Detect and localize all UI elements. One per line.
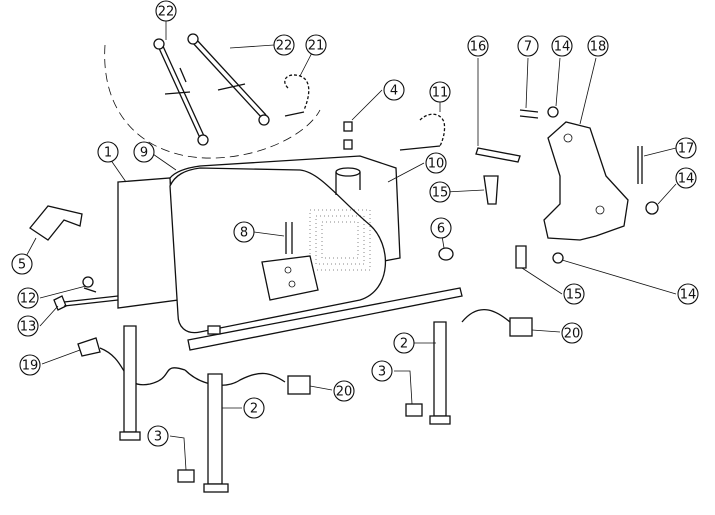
svg-text:1: 1: [104, 146, 112, 161]
callout-15-lower: 15: [563, 283, 585, 305]
callout-9: 9: [133, 141, 155, 163]
callout-5: 5: [11, 253, 33, 275]
spacer-block-4b: [343, 139, 353, 150]
callout-14-top: 14: [551, 35, 573, 57]
svg-text:11: 11: [432, 86, 449, 101]
svg-text:7: 7: [524, 40, 532, 55]
leg-left-rear: [119, 325, 141, 441]
svg-text:15: 15: [432, 186, 449, 201]
callout-2-right: 2: [393, 332, 415, 354]
callout-3-right: 3: [371, 360, 393, 382]
clip-3-right: [405, 403, 423, 417]
svg-text:20: 20: [564, 327, 581, 342]
svg-text:3: 3: [154, 430, 162, 445]
tail-lamp-right: [509, 317, 533, 337]
callout-18: 18: [587, 35, 609, 57]
top-link-rod-left: [153, 38, 209, 146]
svg-text:5: 5: [18, 258, 26, 273]
chain-pin-21: [284, 74, 310, 117]
bracket-5: [29, 205, 83, 241]
callout-12: 12: [17, 287, 39, 309]
bolt-13: [53, 295, 119, 311]
pin-17: [637, 146, 643, 184]
pin-16: [475, 147, 521, 163]
svg-text:3: 3: [378, 365, 386, 380]
svg-text:15: 15: [566, 288, 583, 303]
pin-12: [82, 276, 97, 293]
nut-14-right: [645, 201, 659, 215]
callout-2-left: 2: [243, 397, 265, 419]
callout-20-right: 20: [561, 322, 583, 344]
callout-1: 1: [97, 141, 119, 163]
svg-text:2: 2: [400, 337, 408, 352]
svg-text:13: 13: [20, 320, 37, 335]
callout-11: 11: [429, 81, 451, 103]
svg-text:6: 6: [437, 222, 445, 237]
main-box-body: [117, 155, 463, 351]
top-link-rod-right: [187, 33, 270, 126]
callout-10: 10: [425, 152, 447, 174]
tail-lamp-left: [287, 375, 311, 395]
svg-text:18: 18: [590, 40, 607, 55]
svg-text:14: 14: [678, 172, 695, 187]
callout-22-top: 22: [155, 0, 177, 22]
callout-16: 16: [467, 35, 489, 57]
svg-text:22: 22: [158, 5, 175, 20]
chain-pin-11: [399, 113, 446, 151]
callout-20-left: 20: [333, 380, 355, 402]
knob-6: [438, 247, 454, 261]
svg-text:2: 2: [250, 402, 258, 417]
svg-text:9: 9: [140, 146, 148, 161]
svg-text:8: 8: [240, 226, 248, 241]
nut-14-top: [547, 106, 559, 118]
svg-text:17: 17: [678, 142, 695, 157]
nut-14-bottom: [552, 252, 564, 264]
svg-text:12: 12: [20, 292, 37, 307]
spacer-block-4a: [343, 121, 353, 132]
callout-19: 19: [19, 354, 41, 376]
callout-13: 13: [17, 315, 39, 337]
callout-3-left: 3: [147, 425, 169, 447]
svg-text:21: 21: [308, 39, 325, 54]
leg-right-front: [429, 321, 451, 425]
pin-15-upper: [483, 175, 499, 205]
callout-6: 6: [430, 217, 452, 239]
clip-3-left: [177, 469, 195, 483]
svg-text:16: 16: [470, 40, 487, 55]
callout-15-upper: 15: [429, 181, 451, 203]
svg-text:20: 20: [336, 385, 353, 400]
callout-21: 21: [305, 34, 327, 56]
leg-left-front: [203, 373, 229, 493]
svg-text:14: 14: [680, 288, 697, 303]
ventilation-perforations: [309, 209, 371, 271]
callout-22-side: 22: [273, 34, 295, 56]
lamp-cable-right: [461, 309, 511, 323]
pin-15-lower: [515, 245, 527, 269]
svg-text:19: 19: [22, 359, 39, 374]
callout-7: 7: [517, 35, 539, 57]
svg-text:14: 14: [554, 40, 571, 55]
callout-14-right: 14: [675, 167, 697, 189]
callout-4: 4: [383, 79, 405, 101]
callout-17: 17: [675, 137, 697, 159]
svg-text:10: 10: [428, 157, 445, 172]
svg-text:22: 22: [276, 39, 293, 54]
callout-14-bottom: 14: [677, 283, 699, 305]
hitch-frame-18: [519, 109, 629, 241]
detail-boundary-arc: [104, 44, 321, 159]
svg-text:4: 4: [390, 84, 398, 99]
lighting-cable-19: [77, 337, 286, 386]
callout-8: 8: [233, 221, 255, 243]
